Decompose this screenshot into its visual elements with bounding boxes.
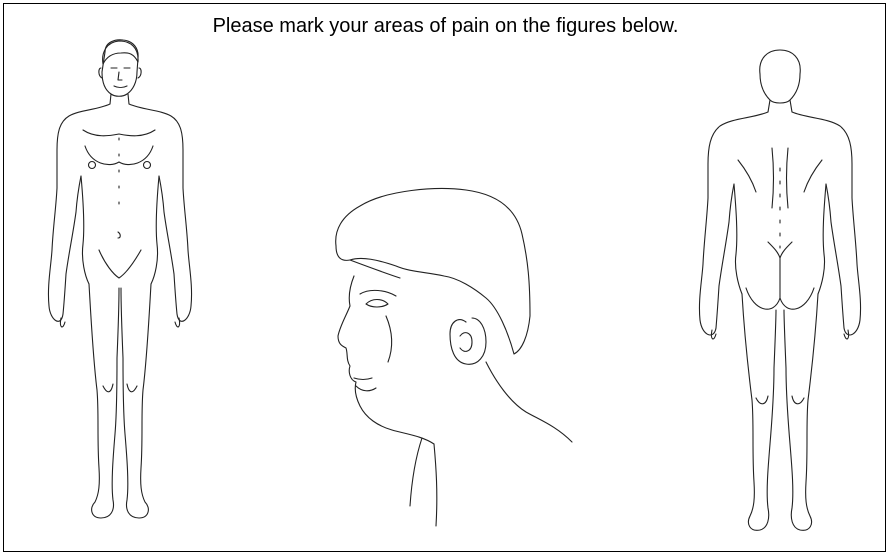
back-head-outline [760,50,801,103]
front-legs-outline [89,284,119,518]
pain-diagram-form: Please mark your areas of pain on the fi… [3,3,886,552]
head-face-profile [338,276,434,444]
front-body-figure[interactable] [39,38,199,528]
back-legs-outline [742,294,776,530]
front-torso-outline [48,104,110,321]
side-head-figure[interactable] [326,186,576,536]
back-torso-outline [699,112,768,335]
head-hair [336,189,530,354]
instruction-text: Please mark your areas of pain on the fi… [4,15,887,38]
back-body-figure[interactable] [694,48,864,538]
head-ear [450,318,486,364]
